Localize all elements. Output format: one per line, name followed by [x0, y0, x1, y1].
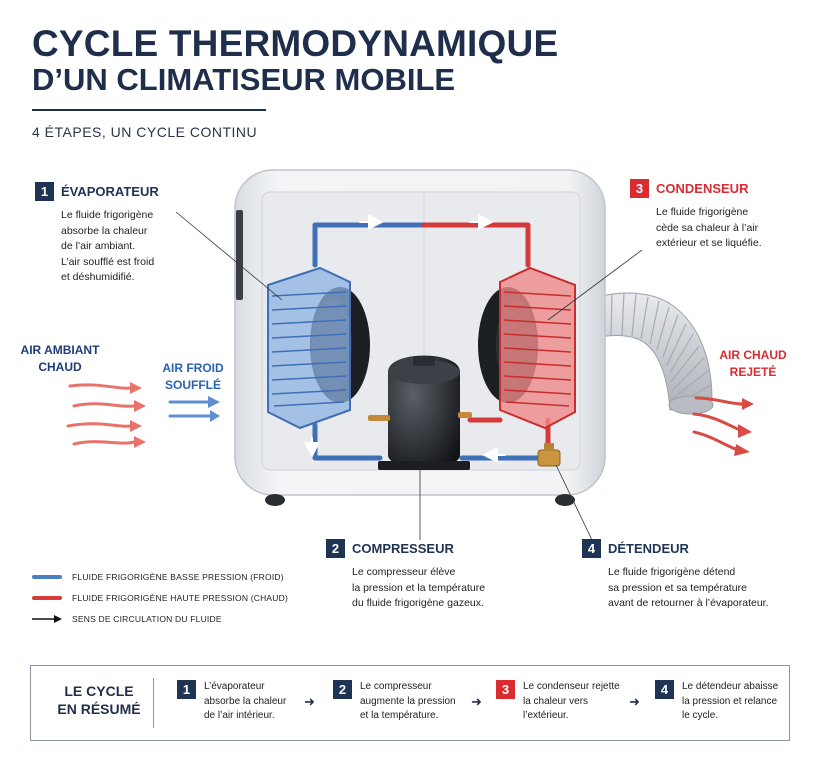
step-number-badge: 2: [326, 539, 345, 558]
summary-step-3: 3 Le condenseur rejette la chaleur vers …: [496, 680, 620, 724]
cold-air-label: AIR FROID SOUFFLÉ: [162, 361, 224, 392]
page-title-line2: D’UN CLIMATISEUR MOBILE: [32, 62, 456, 97]
legend-label: FLUIDE FRIGORIGÈNE HAUTE PRESSION (CHAUD…: [72, 593, 288, 603]
callout-expansion-valve: 4 DÉTENDEUR Le fluide frigorigène détend…: [582, 539, 769, 612]
legend-label: FLUIDE FRIGORIGÈNE BASSE PRESSION (FROID…: [72, 572, 284, 582]
step-number-badge: 3: [496, 680, 515, 699]
summary-step-text: Le détendeur abaisse la pression et rela…: [682, 681, 779, 721]
evaporator-coil: [267, 266, 351, 430]
ambient-air-arrow: [66, 422, 132, 428]
ambient-air-arrow: [68, 383, 132, 390]
summary-step-text: L’évaporateur absorbe la chaleur de l’ai…: [204, 681, 287, 721]
page-subtitle: 4 ÉTAPES, UN CYCLE CONTINU: [32, 124, 258, 140]
step-label: COMPRESSEUR: [352, 541, 454, 556]
summary-title: LE CYCLE EN RÉSUMÉ: [57, 683, 141, 717]
step-number-badge: 4: [582, 539, 601, 558]
foot-right: [555, 494, 575, 506]
step-description: Le compresseur élève la pression et la t…: [352, 566, 486, 609]
callout-condenser: 3 CONDENSEUR Le fluide frigorigène cède …: [630, 179, 762, 252]
compressor: [368, 355, 472, 470]
arrow-right-icon: [32, 615, 62, 623]
airflow-arrows-left: [66, 382, 220, 448]
legend-label: SENS DE CIRCULATION DU FLUIDE: [72, 614, 222, 624]
ambient-air-arrow: [72, 402, 136, 408]
page-title: CYCLE THERMODYNAMIQUE: [32, 23, 559, 64]
arrow-right-icon: ➜: [304, 694, 315, 709]
step-description: Le fluide frigorigène absorbe la chaleur…: [61, 209, 155, 283]
legend-item-low-pressure: FLUIDE FRIGORIGÈNE BASSE PRESSION (FROID…: [32, 572, 288, 582]
hot-air-label: AIR CHAUD REJETÉ: [719, 348, 787, 379]
cycle-summary-box: LE CYCLE EN RÉSUMÉ 1 L’évaporateur absor…: [30, 665, 790, 741]
step-number-badge: 2: [333, 680, 352, 699]
summary-step-text: Le compresseur augmente la pression et l…: [360, 681, 456, 721]
step-number-badge: 4: [655, 680, 674, 699]
legend-item-flow-direction: SENS DE CIRCULATION DU FLUIDE: [32, 614, 288, 624]
callout-evaporator: 1 ÉVAPORATEUR Le fluide frigorigène abso…: [35, 182, 159, 286]
step-label: CONDENSEUR: [656, 181, 749, 196]
title-underline: [32, 109, 266, 111]
summary-step-2: 2 Le compresseur augmente la pression et…: [333, 680, 456, 724]
legend-swatch: [32, 596, 62, 600]
callout-compressor: 2 COMPRESSEUR Le compresseur élève la pr…: [326, 539, 485, 612]
legend: FLUIDE FRIGORIGÈNE BASSE PRESSION (FROID…: [32, 572, 288, 624]
hot-air-arrow: [692, 430, 740, 452]
arrow-right-icon: ➜: [471, 694, 482, 709]
step-label: ÉVAPORATEUR: [61, 184, 159, 199]
summary-step-1: 1 L’évaporateur absorbe la chaleur de l’…: [177, 680, 286, 724]
airflow-arrows-right: [692, 396, 754, 456]
control-panel: [236, 210, 243, 300]
condenser-coil: [499, 266, 576, 430]
hot-air-arrow: [694, 396, 744, 406]
ambient-air-arrow: [72, 440, 136, 446]
legend-item-high-pressure: FLUIDE FRIGORIGÈNE HAUTE PRESSION (CHAUD…: [32, 593, 288, 603]
summary-step-text: Le condenseur rejette la chaleur vers l’…: [523, 681, 620, 721]
hot-air-arrow: [692, 412, 742, 432]
step-label: DÉTENDEUR: [608, 541, 689, 556]
step-number-badge: 1: [35, 182, 54, 201]
expansion-valve: [537, 443, 561, 467]
step-description: Le fluide frigorigène cède sa chaleur à …: [656, 206, 762, 249]
summary-step-4: 4 Le détendeur abaisse la pression et re…: [655, 680, 778, 724]
step-description: Le fluide frigorigène détend sa pression…: [608, 566, 769, 609]
step-number-badge: 1: [177, 680, 196, 699]
arrow-right-icon: ➜: [629, 694, 640, 709]
ambient-air-label: AIR AMBIANT CHAUD: [20, 343, 100, 374]
step-number-badge: 3: [630, 179, 649, 198]
summary-divider: [153, 678, 154, 728]
foot-left: [265, 494, 285, 506]
legend-swatch: [32, 575, 62, 579]
